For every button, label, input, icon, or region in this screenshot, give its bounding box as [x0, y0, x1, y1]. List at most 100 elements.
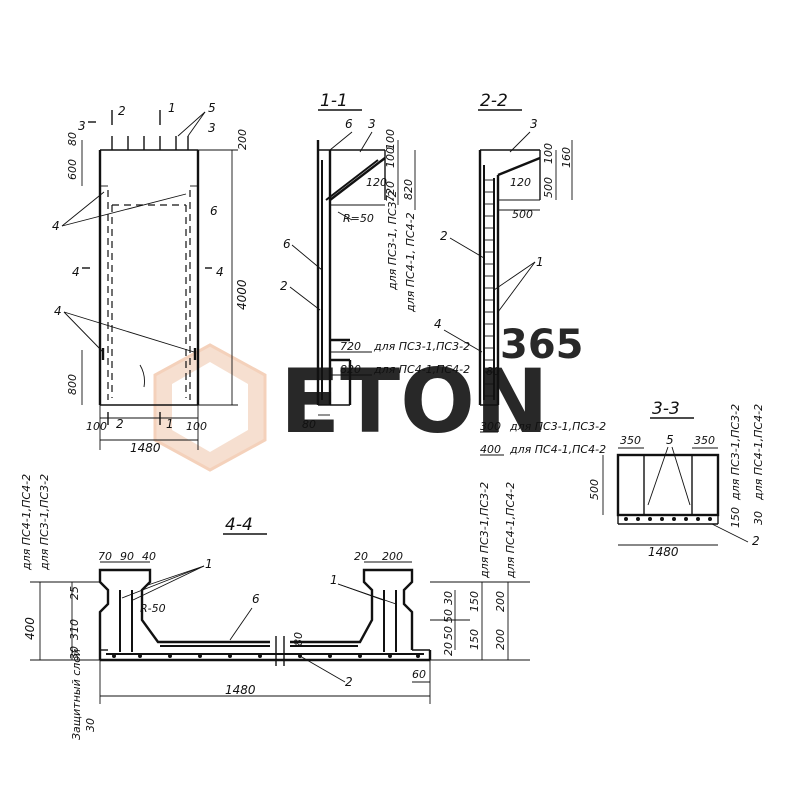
elevation-view: 3 2 1 3 5 4 4 2 1 4 6 4 80 600 800 4000 [52, 101, 249, 455]
dim-30-s33: 30 [752, 511, 765, 525]
dim-25-s44: 25 [68, 586, 81, 600]
dim-20-s44-right: 20 [442, 642, 455, 656]
cut-3-left: 3 [78, 119, 86, 133]
label-pc4-s11: для ПС4-1, ПС4-2 [404, 212, 417, 313]
callout-4-lower: 4 [54, 304, 62, 318]
callout-4-upper: 4 [52, 219, 60, 233]
dim-400-s22: 400 [480, 443, 501, 456]
dim-500-s22-h: 500 [512, 208, 533, 221]
callout-2-s11: 2 [280, 279, 288, 293]
label-pc3-s11: для ПС3-1, ПС3-2 [386, 190, 399, 291]
callout-5-elev: 5 [208, 101, 216, 115]
dim-200-s44-b: 200 [494, 629, 507, 650]
callout-3-s11: 3 [368, 117, 376, 131]
dim-160-s22: 160 [560, 147, 573, 168]
callout-2-s33: 2 [752, 534, 760, 548]
cut-2-bottom: 2 [116, 417, 124, 431]
label-pc3-s11-bottom: для ПС3-1,ПС3-2 [373, 340, 470, 353]
watermark-number: 365 [500, 322, 584, 368]
dim-300-s22: 300 [480, 420, 501, 433]
dim-600-elev: 600 [66, 159, 79, 180]
dim-1480-s44: 1480 [225, 683, 256, 697]
label-pc4-s44-left: для ПС4-1,ПС4-2 [20, 474, 33, 571]
dim-800-elev: 800 [66, 374, 79, 395]
dim-350-s33-right: 350 [694, 434, 715, 447]
callout-3-s22: 3 [530, 117, 538, 131]
label-protective-layer: Защитный слой [70, 649, 83, 740]
cut-1-bottom: 1 [166, 417, 174, 431]
dim-820-s11-bottom: 820 [340, 363, 361, 376]
label-pc4-s22: для ПС4-1,ПС4-2 [509, 443, 606, 456]
dim-1480-elev: 1480 [130, 441, 161, 455]
cut-2-top: 2 [118, 104, 126, 118]
dim-200-elev: 200 [236, 129, 249, 150]
dim-500-s33: 500 [588, 479, 601, 500]
dim-80-s44: 80 [292, 632, 305, 646]
dim-720-s11: 720 [384, 181, 397, 202]
watermark-brand: ETON [280, 350, 549, 453]
radius-r50-s44: R-50 [140, 602, 166, 615]
cut-1-top: 1 [168, 101, 176, 115]
callout-6-s11: 6 [345, 117, 353, 131]
dim-80-s22: 80 [486, 365, 500, 378]
callout-6-s44: 6 [252, 592, 260, 606]
dim-4000-elev: 4000 [235, 279, 249, 310]
dim-100-s11-a: 100 [384, 129, 397, 150]
label-pc3-s22: для ПС3-1,ПС3-2 [509, 420, 606, 433]
cut-3-right: 3 [208, 121, 216, 135]
section-4-4-title: 4-4 [225, 515, 253, 535]
cut-4-left: 4 [72, 265, 80, 279]
dim-150-s44-a: 150 [468, 591, 481, 612]
dim-30-s44-right: 30 [442, 591, 455, 605]
dim-80-elev: 80 [66, 132, 79, 146]
label-pc3-s44-right: для ПС3-1,ПС3-2 [478, 482, 491, 579]
dim-100-elev-left: 100 [86, 420, 107, 433]
dim-400-s44: 400 [23, 617, 37, 640]
section-2-2-title: 2-2 [480, 91, 508, 111]
dim-350-s33-left: 350 [620, 434, 641, 447]
label-pc4-s44-right: для ПС4-1,ПС4-2 [504, 482, 517, 579]
section-3-3: 3-3 350 350 5 500 1480 2 для ПС [588, 399, 765, 559]
section-1-1: 1-1 6 3 6 2 R=50 120 100 100 720 82 [280, 91, 470, 431]
section-4-4: 4-4 [20, 474, 530, 740]
dim-820-s11: 820 [402, 179, 415, 200]
dim-200-s44-a: 200 [494, 591, 507, 612]
section-3-3-title: 3-3 [652, 399, 680, 419]
callout-1-s22: 1 [536, 255, 544, 269]
callout-5-s33: 5 [666, 433, 674, 447]
label-pc4-s33: для ПС4-1,ПС4-2 [752, 404, 765, 501]
callout-1-s44-left: 1 [205, 557, 213, 571]
rebar-dots-s33 [624, 517, 712, 521]
dim-50-s44-right-b: 50 [442, 626, 455, 640]
radius-r50-s11: R=50 [343, 212, 374, 225]
dim-30-s44-prot: 30 [84, 718, 97, 732]
label-pc3-s33: для ПС3-1,ПС3-2 [729, 404, 742, 501]
dim-100-s22: 100 [542, 143, 555, 164]
dim-90-s44: 90 [120, 550, 134, 563]
dim-150-s44-b: 150 [468, 629, 481, 650]
callout-2-s22: 2 [440, 229, 448, 243]
dim-50-s44-right-a: 50 [442, 609, 455, 623]
dim-120-s22: 120 [510, 176, 531, 189]
dim-200-s44-top: 200 [382, 550, 403, 563]
section-1-1-title: 1-1 [320, 91, 348, 111]
dim-1480-s33: 1480 [648, 545, 679, 559]
watermark: ETON 365 [153, 322, 584, 472]
callout-1-s44-right: 1 [330, 573, 338, 587]
dim-70-s44: 70 [98, 550, 112, 563]
callout-6-elev: 6 [210, 204, 218, 218]
dim-60-s44: 60 [412, 668, 426, 681]
dim-720-s11-bottom: 720 [340, 340, 361, 353]
dim-120-s11: 120 [366, 176, 387, 189]
label-pc4-s11-bottom: для ПС4-1,ПС4-2 [373, 363, 470, 376]
dim-30-s44: 30 [68, 646, 81, 660]
dim-310-s44: 310 [68, 619, 81, 640]
dim-40-s44: 40 [142, 550, 156, 563]
stirrup-ladder [483, 165, 495, 400]
label-pc3-s44-left: для ПС3-1,ПС3-2 [38, 474, 51, 571]
dim-500-s22-v: 500 [542, 177, 555, 198]
dim-100-s11-b: 100 [384, 147, 397, 168]
section-2-2: 2-2 [434, 91, 606, 456]
